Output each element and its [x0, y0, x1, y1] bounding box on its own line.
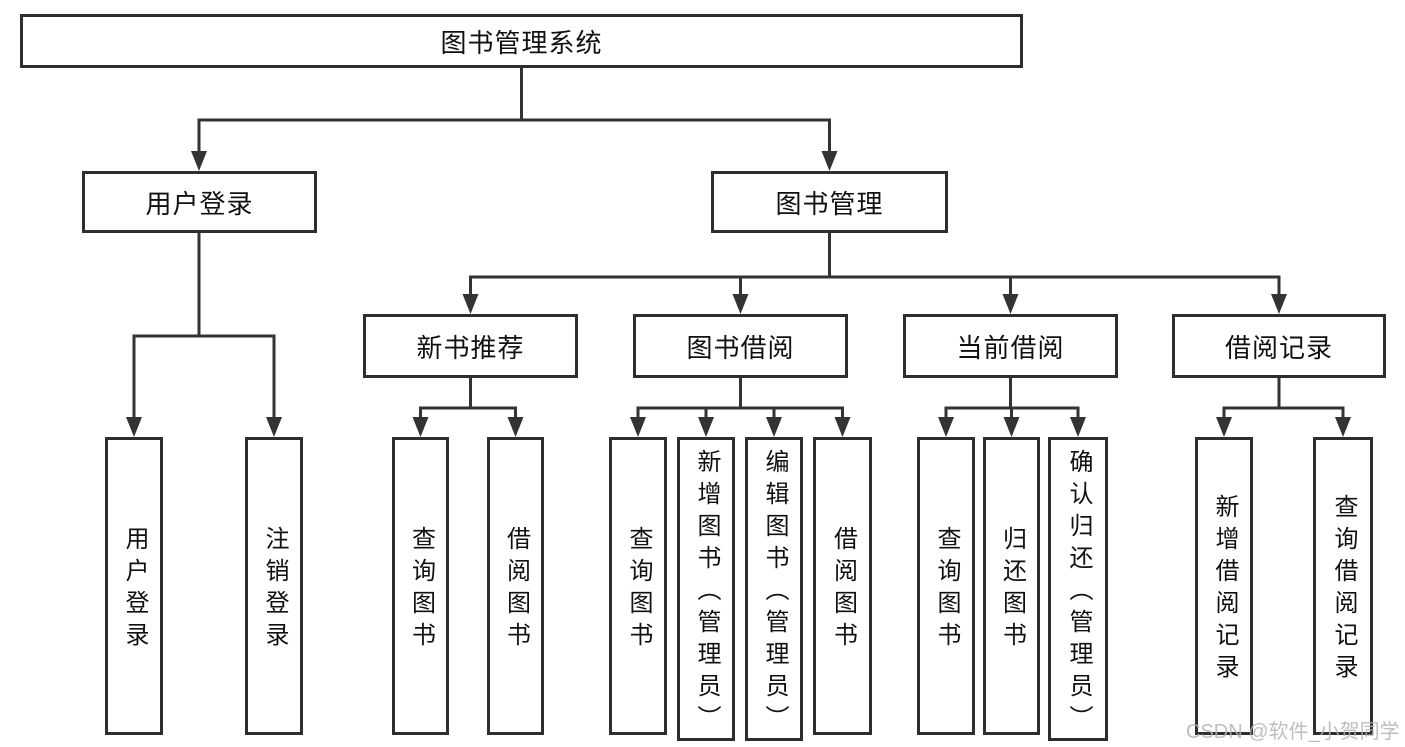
- leaf-query-books-current: 查询图书: [917, 437, 975, 735]
- node-label: 图书借阅: [686, 332, 795, 363]
- leaf-logout: 注销登录: [245, 437, 303, 735]
- arrowhead-icon: [821, 151, 838, 171]
- arrowhead-icon: [834, 417, 851, 437]
- leaf-label: 查询图书: [625, 526, 652, 654]
- arrowhead-icon: [266, 417, 282, 437]
- leaf-label: 用户登录: [121, 526, 148, 654]
- node-borrowing-records: 借阅记录: [1172, 314, 1386, 378]
- node-label: 当前借阅: [956, 332, 1065, 363]
- arrowhead-icon: [126, 417, 142, 437]
- arrowhead-icon: [1216, 417, 1232, 437]
- arrowhead-icon: [462, 294, 479, 314]
- leaf-label: 新增图书（管理员）: [693, 449, 720, 737]
- arrowhead-icon: [1002, 294, 1019, 314]
- node-book-borrowing: 图书借阅: [633, 314, 848, 378]
- connector-recommend-to-leaves: [419, 376, 517, 421]
- node-new-book-recommendation: 新书推荐: [363, 314, 578, 378]
- leaf-borrow-books-borrowing: 借阅图书: [813, 437, 872, 735]
- leaf-label: 查询图书: [407, 526, 435, 654]
- node-label: 借阅记录: [1224, 332, 1333, 363]
- csdn-watermark: CSDN @软件_小贺同学: [1186, 721, 1400, 743]
- leaf-label: 编辑图书（管理员）: [761, 449, 788, 737]
- node-label: 图书管理: [775, 188, 884, 219]
- arrowhead-icon: [630, 417, 646, 437]
- leaf-borrow-books-recommend: 借阅图书: [487, 437, 544, 735]
- arrowhead-icon: [191, 151, 207, 171]
- node-label: 用户登录: [145, 188, 254, 219]
- leaf-label: 借阅图书: [829, 526, 857, 654]
- leaf-add-book-admin: 新增图书（管理员）: [677, 437, 735, 741]
- leaf-label: 新增借阅记录: [1211, 494, 1238, 686]
- leaf-label: 确认归还（管理员）: [1065, 449, 1092, 737]
- leaf-confirm-return-admin: 确认归还（管理员）: [1048, 437, 1108, 741]
- leaf-query-books-recommend: 查询图书: [392, 437, 449, 735]
- arrowhead-icon: [698, 417, 714, 437]
- leaf-return-books: 归还图书: [983, 437, 1040, 735]
- node-user-login: 用户登录: [82, 171, 317, 233]
- leaf-query-borrow-record: 查询借阅记录: [1313, 437, 1373, 735]
- node-label: 图书管理系统: [440, 27, 603, 58]
- leaf-label: 归还图书: [998, 526, 1026, 654]
- leaf-label: 借阅图书: [502, 526, 530, 654]
- arrowhead-icon: [1271, 294, 1287, 314]
- leaf-label: 查询借阅记录: [1330, 494, 1357, 686]
- connector-current-to-leaves: [944, 376, 1080, 421]
- arrowhead-icon: [507, 417, 524, 437]
- arrowhead-icon: [1335, 417, 1351, 437]
- connector-manage-to-level2: [469, 231, 1281, 298]
- arrowhead-icon: [1003, 417, 1020, 437]
- leaf-label: 注销登录: [261, 526, 288, 654]
- arrowhead-icon: [938, 417, 954, 437]
- connector-records-to-leaves: [1222, 376, 1345, 421]
- leaf-edit-book-admin: 编辑图书（管理员）: [745, 437, 803, 741]
- arrowhead-icon: [766, 417, 782, 437]
- arrowhead-icon: [1070, 417, 1086, 437]
- connector-borrowing-to-leaves: [636, 376, 844, 421]
- node-current-borrowing: 当前借阅: [903, 314, 1118, 378]
- leaf-user-login: 用户登录: [105, 437, 163, 735]
- node-label: 新书推荐: [416, 332, 525, 363]
- leaf-add-borrow-record: 新增借阅记录: [1195, 437, 1253, 735]
- leaf-query-books-borrowing: 查询图书: [609, 437, 667, 735]
- arrowhead-icon: [412, 417, 429, 437]
- arrowhead-icon: [732, 294, 749, 314]
- node-book-management: 图书管理: [711, 171, 948, 233]
- node-root-library-system: 图书管理系统: [20, 14, 1023, 68]
- connector-login-to-leaves: [132, 231, 276, 421]
- connector-root-to-level1: [197, 66, 831, 155]
- leaf-label: 查询图书: [933, 526, 960, 654]
